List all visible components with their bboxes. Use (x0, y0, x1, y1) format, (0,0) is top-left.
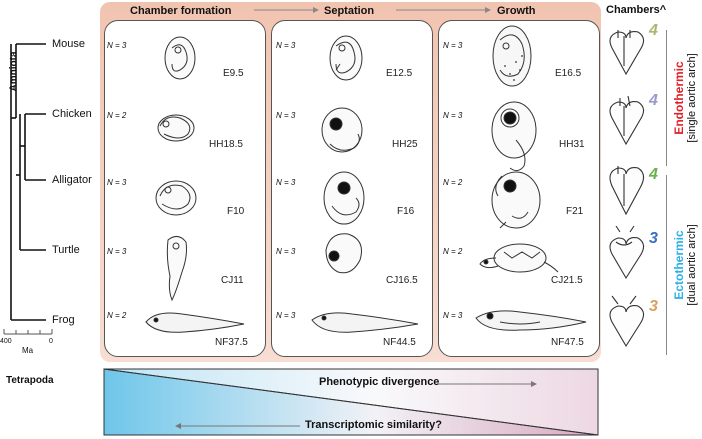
taxon-mouse: Mouse (52, 38, 86, 50)
stage-label: E12.5 (386, 68, 413, 79)
n-label: N = 3 (443, 111, 463, 120)
stage-label: CJ11 (221, 275, 244, 286)
n-label: N = 3 (276, 178, 296, 187)
phase-label-growth: Growth (497, 5, 536, 17)
scale-tick-0: 0 (49, 338, 53, 345)
taxon-chicken: Chicken (52, 108, 92, 120)
stage-label: HH25 (392, 139, 418, 150)
chamber-count-alligator: 4 (649, 166, 658, 183)
phenotypic-divergence-label: Phenotypic divergence (319, 376, 440, 388)
phase-arrows (254, 7, 491, 13)
similarity-triangle (103, 368, 599, 436)
n-label: N = 2 (443, 178, 463, 187)
n-label: N = 3 (107, 178, 127, 187)
n-label: N = 2 (443, 247, 463, 256)
embryo-frog-nf44-5 (311, 312, 419, 333)
stage-label: NF47.5 (551, 337, 584, 348)
stage-label: E16.5 (555, 68, 582, 79)
phase-label-septation: Septation (324, 5, 375, 17)
chamber-count-chicken: 4 (649, 92, 658, 109)
taxon-turtle: Turtle (52, 244, 80, 256)
phylogenetic-tree (3, 43, 53, 335)
embryo-turtle-cj11 (166, 236, 187, 302)
n-label: N = 3 (276, 41, 296, 50)
embryo-mouse-e16-5 (492, 25, 532, 87)
chamber-count-turtle: 3 (649, 230, 658, 247)
heart-diagrams (609, 30, 645, 348)
n-label: N = 3 (443, 41, 463, 50)
stage-label: HH18.5 (209, 139, 243, 150)
taxon-frog: Frog (52, 314, 75, 326)
embryo-chicken-hh18-5 (157, 114, 195, 142)
heart-mouse-icon (609, 30, 645, 76)
n-label: N = 3 (276, 111, 296, 120)
tetrapoda-label: Tetrapoda (6, 375, 54, 386)
stage-label: NF37.5 (215, 337, 248, 348)
embryo-alligator-f16 (323, 171, 365, 225)
stage-label: CJ16.5 (386, 275, 418, 286)
n-label: N = 3 (276, 311, 296, 320)
stage-label: HH31 (559, 139, 585, 150)
heart-frog-icon (609, 295, 645, 348)
heart-alligator-icon (609, 166, 645, 216)
n-label: N = 3 (443, 311, 463, 320)
embryo-turtle-cj16-5 (325, 233, 362, 274)
transcriptomic-similarity-label: Transcriptomic similarity? (305, 419, 442, 431)
n-label: N = 2 (107, 111, 127, 120)
embryo-mouse-e12-5 (329, 35, 363, 81)
embryo-chicken-hh31 (491, 101, 537, 172)
n-label: N = 2 (107, 311, 127, 320)
n-label: N = 3 (107, 41, 127, 50)
heart-turtle-icon (609, 225, 645, 280)
stage-label: F21 (566, 206, 584, 217)
embryo-alligator-f21 (491, 171, 541, 229)
embryo-mouse-e9-5 (164, 36, 196, 80)
chamber-count-frog: 3 (649, 298, 658, 315)
endothermic-bracket (666, 30, 667, 166)
scale-tick-400: 400 (0, 338, 12, 345)
stage-label: CJ21.5 (551, 275, 583, 286)
n-label: N = 3 (107, 247, 127, 256)
embryo-alligator-f10 (155, 180, 197, 216)
embryo-illustrations (145, 25, 587, 333)
chambers-title: Chambers^ (606, 4, 667, 16)
embryo-chicken-hh25 (321, 107, 363, 153)
scale-unit: Ma (22, 346, 34, 355)
chamber-count-mouse: 4 (649, 22, 658, 39)
stage-label: NF44.5 (383, 337, 416, 348)
embryo-frog-nf47-5 (475, 310, 587, 331)
n-label: N = 3 (276, 247, 296, 256)
stage-label: F10 (227, 206, 245, 217)
stage-label: F16 (397, 206, 415, 217)
embryo-frog-nf37-5 (145, 312, 245, 333)
stage-label: E9.5 (223, 68, 244, 79)
taxon-alligator: Alligator (52, 174, 92, 186)
embryo-turtle-cj21-5 (479, 243, 559, 273)
heart-chicken-icon (609, 95, 645, 146)
phase-label-chamber-formation: Chamber formation (130, 5, 232, 17)
ectothermic-bracket (666, 175, 667, 355)
